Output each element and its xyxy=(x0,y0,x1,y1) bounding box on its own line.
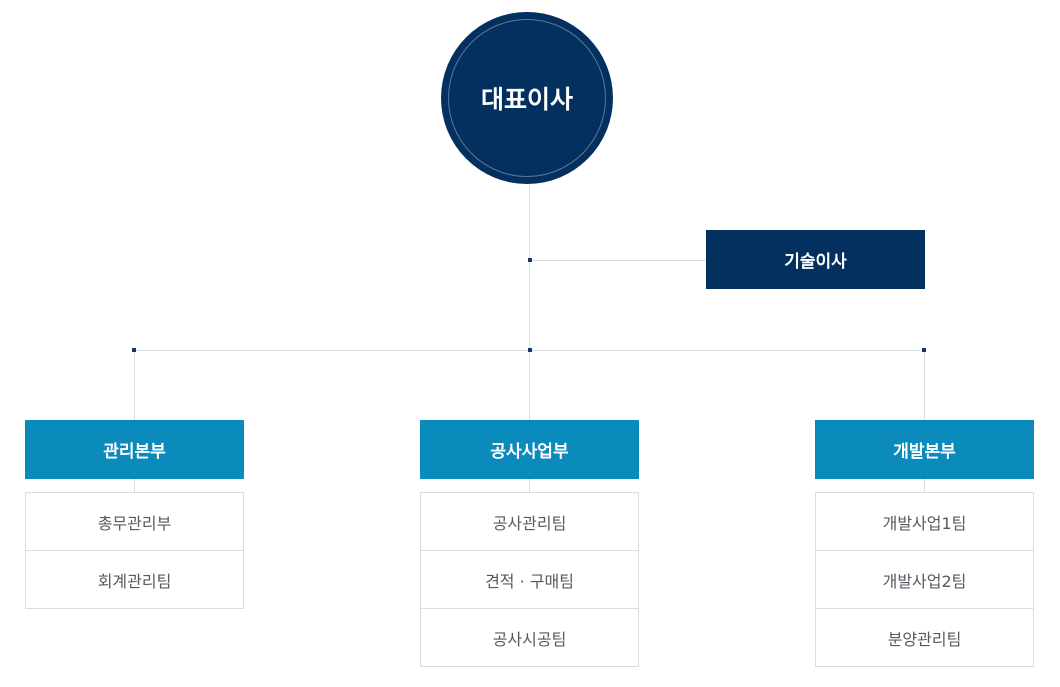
team-label: 총무관리부 xyxy=(97,513,172,533)
connector-teams-right xyxy=(924,479,925,492)
division-development-teams: 개발사업1팀 개발사업2팀 분양관리팀 xyxy=(815,492,1034,667)
division-management: 관리본부 xyxy=(25,420,244,479)
team-item: 개발사업1팀 xyxy=(816,493,1033,550)
team-label: 공사시공팀 xyxy=(492,629,567,649)
connector-division-left xyxy=(134,350,135,420)
division-construction-teams: 공사관리팀 견적 · 구매팀 공사시공팀 xyxy=(420,492,639,667)
connector-teams-left xyxy=(134,479,135,492)
cto-label: 기술이사 xyxy=(784,252,847,272)
team-label: 견적 · 구매팀 xyxy=(485,571,574,591)
team-label: 분양관리팀 xyxy=(887,629,962,649)
cto-node: 기술이사 xyxy=(706,230,925,289)
connector-teams-center xyxy=(529,479,530,492)
junction-dot-cto xyxy=(528,258,532,262)
team-label: 공사관리팀 xyxy=(492,513,567,533)
ceo-label: 대표이사 xyxy=(480,85,573,114)
junction-dot-right xyxy=(922,348,926,352)
division-construction-label: 공사사업부 xyxy=(490,442,569,462)
division-development: 개발본부 xyxy=(815,420,1034,479)
team-item: 공사관리팀 xyxy=(421,493,638,550)
team-item: 개발사업2팀 xyxy=(816,550,1033,608)
team-label: 개발사업2팀 xyxy=(882,571,967,591)
division-management-teams: 총무관리부 회계관리팀 xyxy=(25,492,244,609)
team-item: 회계관리팀 xyxy=(26,550,243,608)
ceo-node: 대표이사 xyxy=(441,12,613,184)
division-development-label: 개발본부 xyxy=(893,442,956,462)
division-management-label: 관리본부 xyxy=(103,442,166,462)
ceo-inner-ring xyxy=(448,19,606,177)
team-item: 견적 · 구매팀 xyxy=(421,550,638,608)
team-item: 공사시공팀 xyxy=(421,608,638,666)
junction-dot-left xyxy=(132,348,136,352)
division-construction: 공사사업부 xyxy=(420,420,639,479)
junction-dot-center xyxy=(528,348,532,352)
connector-cto-horizontal xyxy=(530,260,706,261)
team-item: 총무관리부 xyxy=(26,493,243,550)
team-item: 분양관리팀 xyxy=(816,608,1033,666)
team-label: 회계관리팀 xyxy=(97,571,172,591)
connector-division-right xyxy=(924,350,925,420)
team-label: 개발사업1팀 xyxy=(882,513,967,533)
connector-ceo-vertical xyxy=(529,184,530,420)
